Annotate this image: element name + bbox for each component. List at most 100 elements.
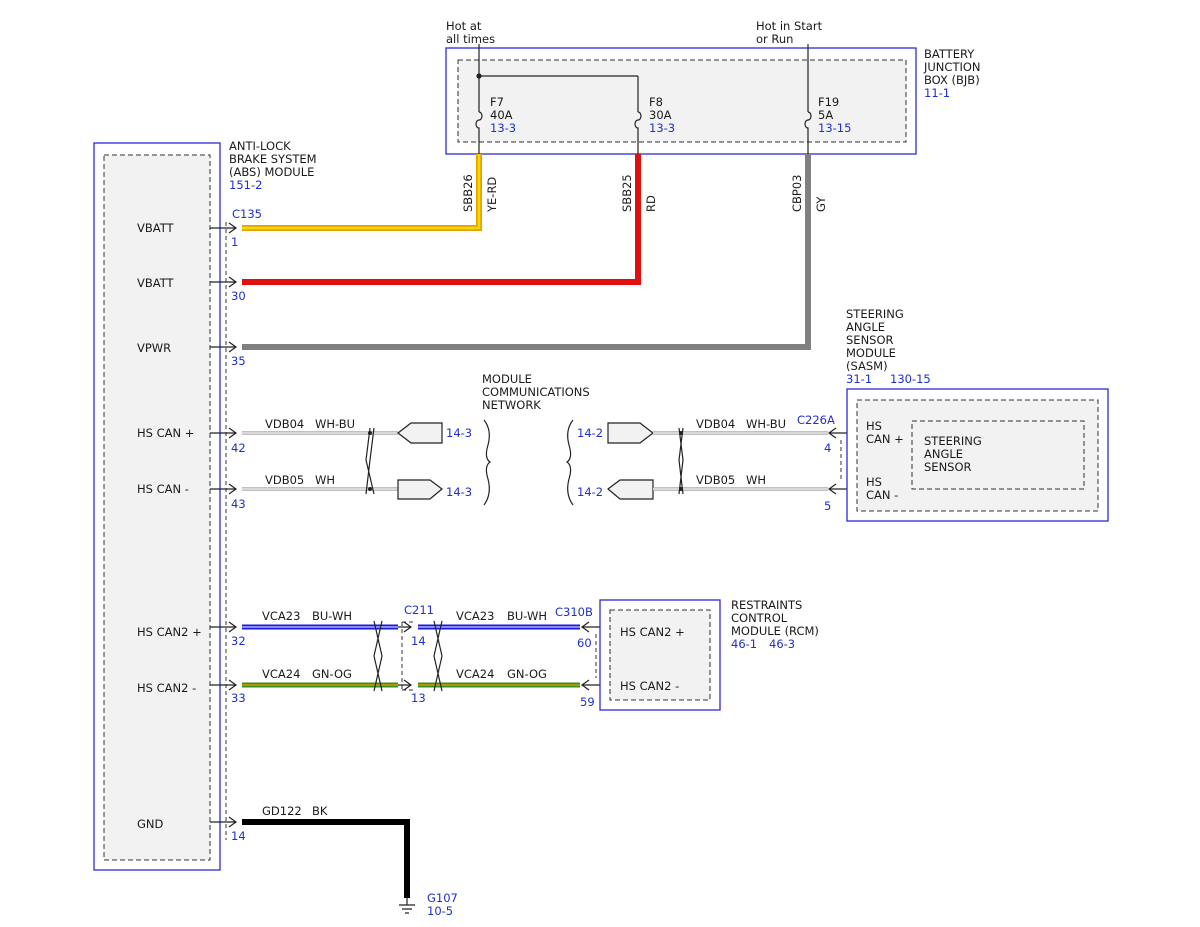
c211-connector-label: C211 — [404, 603, 434, 617]
abs-pin-number-43: 43 — [231, 497, 246, 511]
fuse-f19-rating: 5A — [818, 108, 833, 122]
sasm-pin-label-5-line2: CAN - — [866, 488, 898, 502]
rcm-pin-number-59: 59 — [580, 695, 595, 709]
abs-pin-number-30: 30 — [231, 289, 246, 303]
bjb-title-line2: JUNCTION — [923, 60, 981, 74]
abs-pin-label-gnd: GND — [137, 817, 164, 831]
wire-vca24-right-color: GN-OG — [507, 667, 547, 681]
wire-cbp03-circuit: CBP03 — [790, 175, 804, 213]
abs-title-line3: (ABS) MODULE — [229, 165, 314, 179]
abs-pin-label-hs-can2-plus: HS CAN2 + — [137, 625, 202, 639]
hot-at-all-times-label-2: all times — [446, 32, 495, 46]
hs-can2-right-segment: VCA23 BU-WH VCA24 GN-OG — [418, 609, 610, 692]
sasm-title-line3: SENSOR — [846, 333, 894, 347]
abs-pin-arrow-1-icon — [210, 222, 238, 234]
twisted-pair-can2-left-icon — [373, 620, 383, 692]
module-communications-network: MODULE COMMUNICATIONS NETWORK — [482, 372, 590, 506]
steering-angle-sensor-module: STEERING ANGLE SENSOR MODULE (SASM) 31-1… — [797, 307, 1109, 522]
fuse-f7-rating: 40A — [490, 108, 513, 122]
twisted-pair-can2-right-icon — [433, 620, 443, 692]
sasm-pin-label-4-line1: HS — [866, 419, 882, 433]
c211-pin-number-13: 13 — [411, 691, 426, 705]
bjb-internal-bus — [476, 44, 809, 112]
hot-in-start-label-2: or Run — [756, 32, 793, 46]
wire-vdb04-left-circuit: VDB04 — [265, 417, 304, 431]
rcm-title-line1: RESTRAINTS — [731, 598, 802, 612]
wire-cbp03-color: GY — [814, 196, 828, 212]
twisted-pair-right-icon — [678, 427, 684, 495]
abs-pin-arrow-32-icon — [210, 621, 238, 633]
c211-pin-arrow-13-icon — [398, 679, 413, 691]
rcm-pin-number-60: 60 — [577, 636, 592, 650]
steering-angle-sensor-box — [911, 420, 1085, 490]
network-title-line3: NETWORK — [482, 398, 541, 412]
sasm-pin-number-5: 5 — [824, 499, 831, 513]
sasm-title-line2: ANGLE — [846, 320, 885, 334]
hs-can-right: 14-2 14-2 VDB04 WH-BU VDB05 WH — [577, 417, 856, 500]
offpage-connector-left-1-icon — [397, 422, 443, 444]
wire-sbb26: SBB26 YE-RD — [242, 154, 499, 231]
wire-sbb26-color: YE-RD — [485, 177, 499, 213]
abs-pin-label-vpwr: VPWR — [137, 341, 171, 355]
wire-vdb05-right-circuit: VDB05 — [696, 473, 735, 487]
abs-title-line1: ANTI-LOCK — [229, 139, 291, 153]
fuse-f7: F7 40A 13-3 — [475, 95, 516, 154]
fuse-f19-symbol-icon — [804, 111, 812, 154]
ground-circuit: GD122 BK G107 10-5 — [242, 804, 458, 918]
abs-pin-number-35: 35 — [231, 354, 246, 368]
network-right-ref-1: 14-2 — [577, 426, 603, 440]
abs-pin-arrow-35-icon — [210, 341, 238, 353]
sensor-label-line3: SENSOR — [924, 460, 972, 474]
network-title-line2: COMMUNICATIONS — [482, 385, 590, 399]
offpage-connector-right-2-icon — [607, 479, 654, 500]
sasm-title-line4: MODULE — [846, 346, 896, 360]
hs-can2-left-segment: VCA23 BU-WH VCA24 GN-OG — [242, 609, 398, 692]
fuse-f19: F19 5A 13-15 — [804, 95, 851, 154]
abs-connector-c135: C135 — [232, 207, 262, 221]
bjb-inner-box — [457, 59, 907, 143]
abs-pin-arrow-43-icon — [210, 483, 238, 495]
rcm-inner-box — [609, 609, 711, 701]
sensor-label-line1: STEERING — [924, 434, 982, 448]
abs-pin-arrow-42-icon — [210, 427, 238, 439]
sasm-title-line5: (SASM) — [846, 359, 888, 373]
abs-pin-arrow-30-icon — [210, 276, 238, 288]
abs-pin-label-hs-can-plus: HS CAN + — [137, 426, 194, 440]
wire-vca23-left-circuit: VCA23 — [262, 609, 300, 623]
offpage-connector-right-1-icon — [607, 422, 654, 444]
wire-sbb25: SBB25 RD — [242, 154, 658, 285]
wire-vca24-left-circuit: VCA24 — [262, 667, 300, 681]
bjb-ref: 11-1 — [924, 86, 950, 100]
twisted-pair-left-icon — [365, 427, 375, 495]
fuse-f19-ref: 13-15 — [818, 121, 851, 135]
rcm-pin-label-59: HS CAN2 - — [620, 679, 679, 693]
abs-pin-number-42: 42 — [231, 441, 246, 455]
abs-title-line2: BRAKE SYSTEM — [229, 152, 317, 166]
wire-vca24-left-color: GN-OG — [312, 667, 352, 681]
rcm-title-line2: CONTROL — [731, 611, 788, 625]
wire-vdb05-left-circuit: VDB05 — [265, 473, 304, 487]
ground-symbol-icon — [399, 898, 415, 914]
c211-inline-connector: C211 14 13 — [398, 603, 434, 705]
abs-pin-label-vbatt-30: VBATT — [137, 276, 175, 290]
abs-pin-number-1: 1 — [231, 235, 238, 249]
hs-can-left: VDB04 WH-BU VDB05 WH 14-3 14-3 — [242, 417, 472, 500]
abs-pin-connectors — [210, 222, 238, 828]
abs-inner-box — [103, 154, 211, 861]
wire-cbp03: CBP03 GY — [242, 154, 828, 350]
abs-pin-numbers: 1 30 35 42 43 32 33 14 — [231, 235, 246, 843]
abs-pin-arrow-14-icon — [210, 816, 238, 828]
c211-pin-number-14: 14 — [411, 634, 426, 648]
wire-sbb25-circuit: SBB25 — [620, 174, 634, 212]
fuse-f8-ref: 13-3 — [649, 121, 675, 135]
wire-vdb05-right-color: WH — [746, 473, 766, 487]
fuse-f7-ref: 13-3 — [490, 121, 516, 135]
sasm-connector-c226a: C226A — [797, 413, 835, 427]
wire-vca23-right-color: BU-WH — [507, 609, 547, 623]
hot-in-start-label-1: Hot in Start — [756, 19, 823, 33]
wire-vca23-left-color: BU-WH — [312, 609, 352, 623]
rcm-ref-1: 46-1 — [731, 637, 757, 651]
network-title-line1: MODULE — [482, 372, 532, 386]
wire-vdb04-left-color: WH-BU — [315, 417, 355, 431]
